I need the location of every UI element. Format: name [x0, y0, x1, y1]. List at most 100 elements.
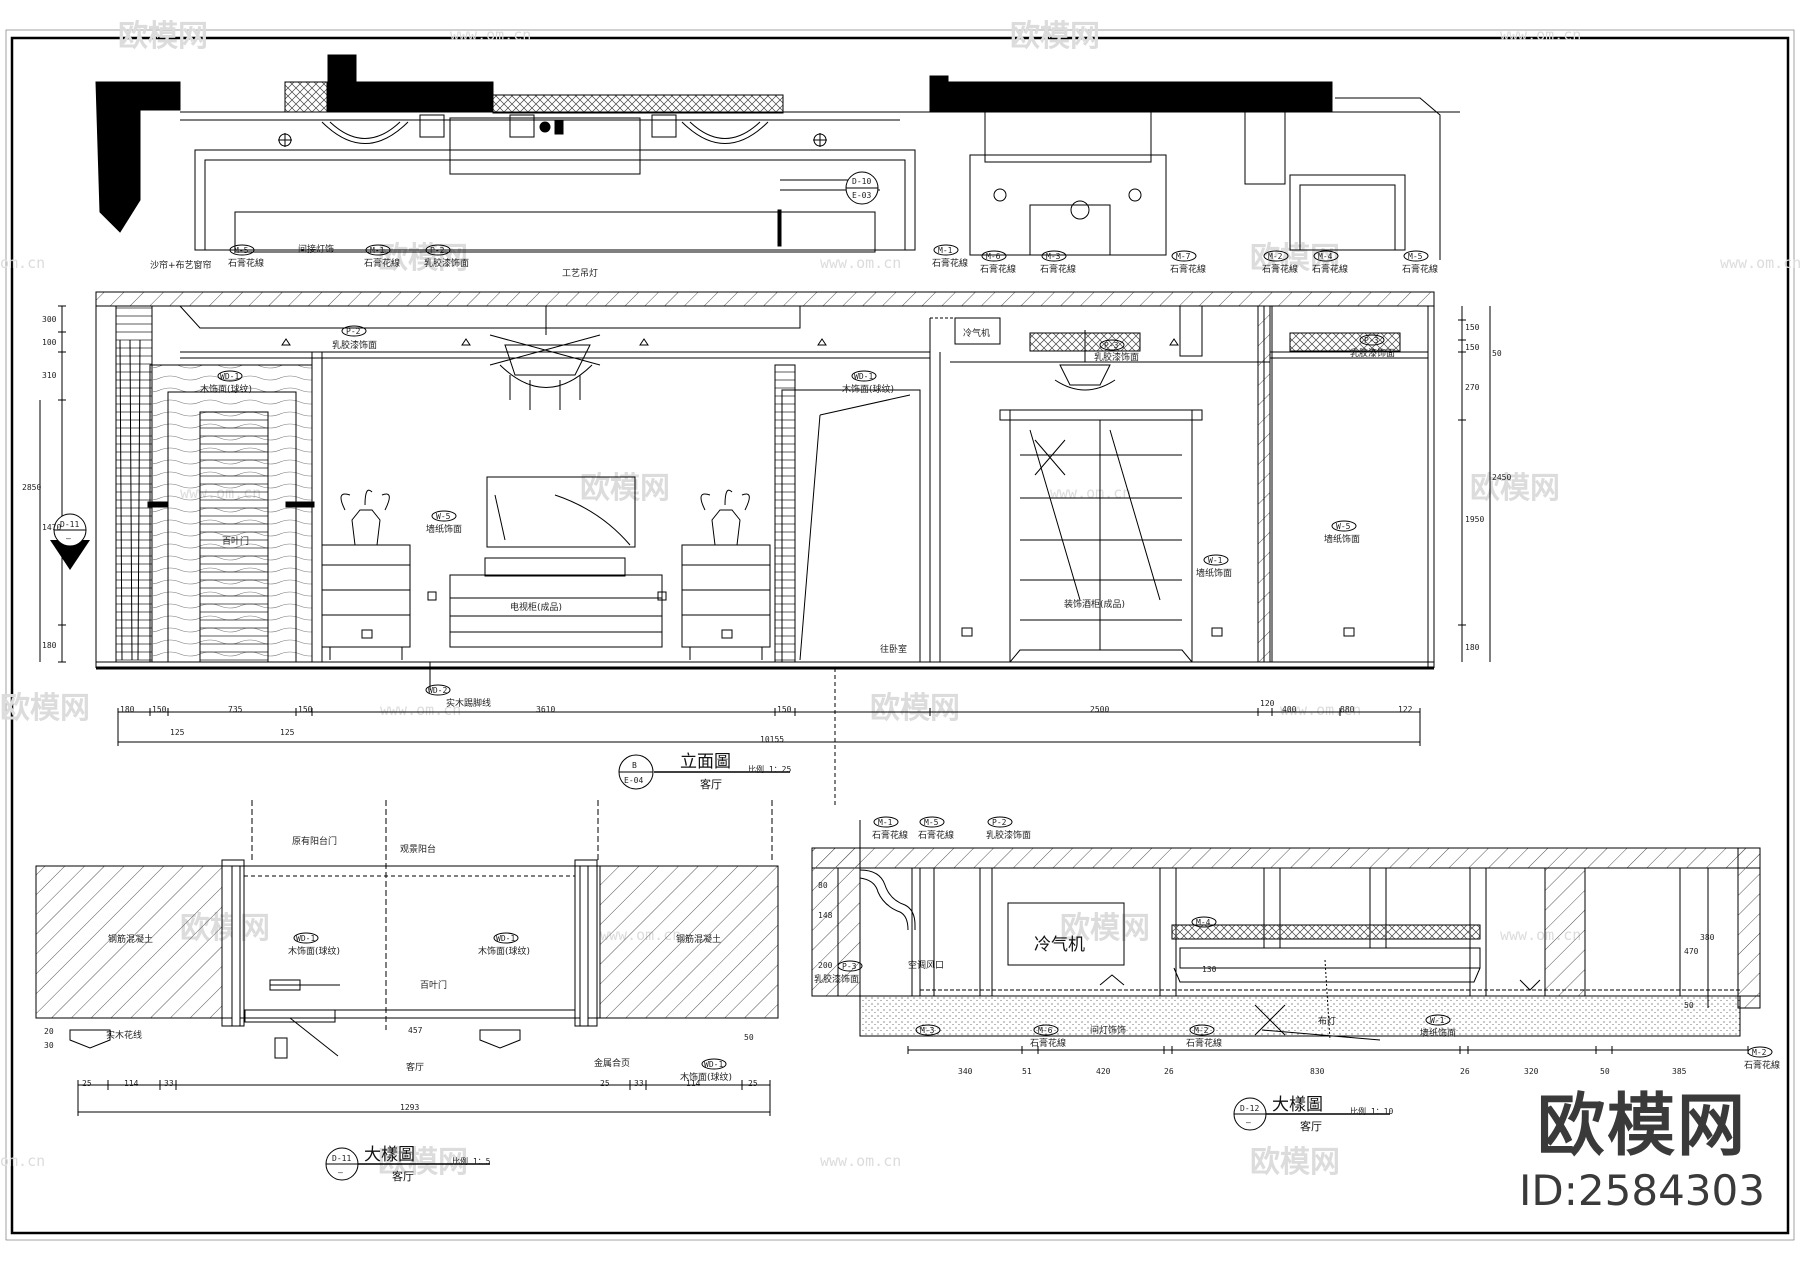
svg-text:P-2: P-2	[992, 818, 1007, 827]
svg-text:M-6: M-6	[986, 252, 1001, 261]
label-tv-cabinet: 电视柜(成品)	[510, 601, 562, 613]
label-wood-panel: 木饰面(球纹)	[288, 945, 340, 957]
watermark-url: om.cn	[0, 1152, 45, 1170]
svg-text:33: 33	[634, 1079, 644, 1088]
svg-text:125: 125	[280, 728, 295, 737]
detail-right-drawing	[811, 847, 1761, 1054]
svg-text:420: 420	[1096, 1067, 1111, 1076]
label-latex: 乳胶漆饰面	[1094, 351, 1139, 363]
svg-text:122: 122	[1398, 705, 1413, 714]
svg-text:25: 25	[748, 1079, 758, 1088]
watermark-url: www.om.cn	[1280, 701, 1361, 719]
label-to-room: 往卧室	[880, 643, 907, 655]
label-wallpaper: 墙纸饰面	[1196, 567, 1232, 579]
tag-wd1: WD-1	[496, 934, 515, 943]
svg-text:270: 270	[1465, 383, 1480, 392]
elevation-dimensions: 180 150 735 150 3610 150 2500 120 400 88…	[22, 315, 1511, 744]
svg-text:310: 310	[42, 371, 57, 380]
label-room: 客厅	[406, 1061, 424, 1073]
svg-text:M-4: M-4	[1318, 252, 1333, 261]
svg-text:880: 880	[1340, 705, 1355, 714]
svg-text:150: 150	[1465, 343, 1480, 352]
svg-text:51: 51	[1022, 1067, 1032, 1076]
svg-text:石膏花線: 石膏花線	[932, 257, 968, 269]
watermark-url: www.om.cn	[820, 254, 901, 272]
label-latex: 乳胶漆饰面	[814, 973, 859, 985]
title-tag-top: D-11	[332, 1154, 351, 1163]
svg-text:3610: 3610	[536, 705, 555, 714]
svg-text:M-3: M-3	[1046, 252, 1061, 261]
svg-text:石膏花線: 石膏花線	[1040, 263, 1076, 275]
watermark-text: 欧模网	[1470, 471, 1560, 506]
tag-wd1: WD-1	[296, 934, 315, 943]
watermark-text: 欧模网	[1250, 1145, 1340, 1180]
svg-text:石膏花線: 石膏花線	[872, 829, 908, 841]
section-tag-top: D-11	[60, 520, 79, 529]
svg-text:石膏花線: 石膏花線	[1170, 263, 1206, 275]
svg-text:180: 180	[42, 641, 57, 650]
svg-text:25: 25	[600, 1079, 610, 1088]
elevation-labels: 沙帘+布艺窗帘 间接灯饰 工艺吊灯 P-2 乳胶漆饰面 WD-1 木饰面(球纹)…	[150, 243, 1395, 709]
svg-text:20: 20	[44, 1027, 54, 1036]
tag-p2: P-2	[346, 327, 361, 336]
svg-text:1293: 1293	[400, 1103, 419, 1112]
label-gypsum: 石膏花線	[1030, 1037, 1066, 1049]
svg-text:石膏花線: 石膏花線	[980, 263, 1016, 275]
label-wallpaper: 墙纸饰面	[426, 523, 462, 535]
label-hidden: 间灯饰饰	[1090, 1024, 1126, 1036]
tag-p3: P-3	[842, 962, 857, 971]
svg-text:148: 148	[818, 911, 833, 920]
svg-text:M-1: M-1	[938, 246, 953, 255]
tag-wd1: WD-1	[704, 1060, 723, 1069]
svg-text:M-1: M-1	[878, 818, 893, 827]
label-shutter: 百叶门	[420, 979, 447, 991]
tag-wd1: WD-1	[854, 372, 873, 381]
label-hinge: 金属合页	[594, 1057, 630, 1069]
svg-text:50: 50	[1684, 1001, 1694, 1010]
label-rebar: 钢筋混凝土	[108, 933, 153, 945]
label-wallpaper: 墙纸饰面	[1420, 1027, 1456, 1039]
label-latex: 乳胶漆饰面	[1350, 347, 1395, 359]
label-fabric: 布灯	[1318, 1015, 1336, 1027]
watermark-url: www.om.cn	[380, 701, 461, 719]
tag-m3: M-3	[920, 1026, 935, 1035]
label-hidden-light: 间接灯饰	[298, 243, 334, 255]
elevation-drawing	[39, 291, 1491, 850]
svg-text:2450: 2450	[1492, 473, 1511, 482]
detail-left-scale: 比例 1：5	[452, 1156, 491, 1166]
watermark-text: 欧模网	[378, 1145, 468, 1180]
label-chandelier: 工艺吊灯	[562, 268, 598, 279]
svg-text:50: 50	[1492, 349, 1502, 358]
detail-left-title: 大樣圖	[364, 1145, 415, 1165]
label-aircon: 冷气机	[1034, 935, 1085, 955]
brand-name: 欧模网	[1536, 1087, 1747, 1166]
label-curtain: 沙帘+布艺窗帘	[150, 259, 212, 271]
watermark-text: 欧模网	[870, 691, 960, 726]
svg-text:80: 80	[818, 881, 828, 890]
tag-w1: W-1	[1430, 1016, 1445, 1025]
label-gypsum: 石膏花線	[1744, 1059, 1780, 1071]
section-tag-top: D-10	[852, 177, 871, 186]
watermark-text: 欧模网	[580, 471, 670, 506]
svg-text:石膏花線: 石膏花線	[1262, 263, 1298, 275]
brand-id: ID:2584303	[1519, 1166, 1765, 1215]
label-wood-panel: 木饰面(球纹)	[842, 383, 894, 395]
label-wood-panel: 木饰面(球纹)	[680, 1071, 732, 1083]
svg-text:M-5: M-5	[234, 246, 249, 255]
label-skirting: 实木踢脚线	[446, 697, 491, 709]
watermark-url: om.cn	[0, 254, 45, 272]
brand-watermark: 欧模网 ID:2584303	[1512, 1088, 1772, 1216]
elevation-title-block: B E-04 立面圖 客厅 比例 1：25	[618, 752, 791, 791]
label-aircon: 冷气机	[963, 327, 990, 339]
section-tag-bottom: E-03	[852, 191, 871, 200]
tag-wd2: WD-2	[428, 686, 447, 695]
label-vent: 空调风口	[908, 959, 944, 971]
label-balcony-door: 原有阳台门	[292, 835, 337, 847]
svg-text:M-7: M-7	[1176, 252, 1191, 261]
watermark-text: 欧模网	[0, 691, 90, 726]
